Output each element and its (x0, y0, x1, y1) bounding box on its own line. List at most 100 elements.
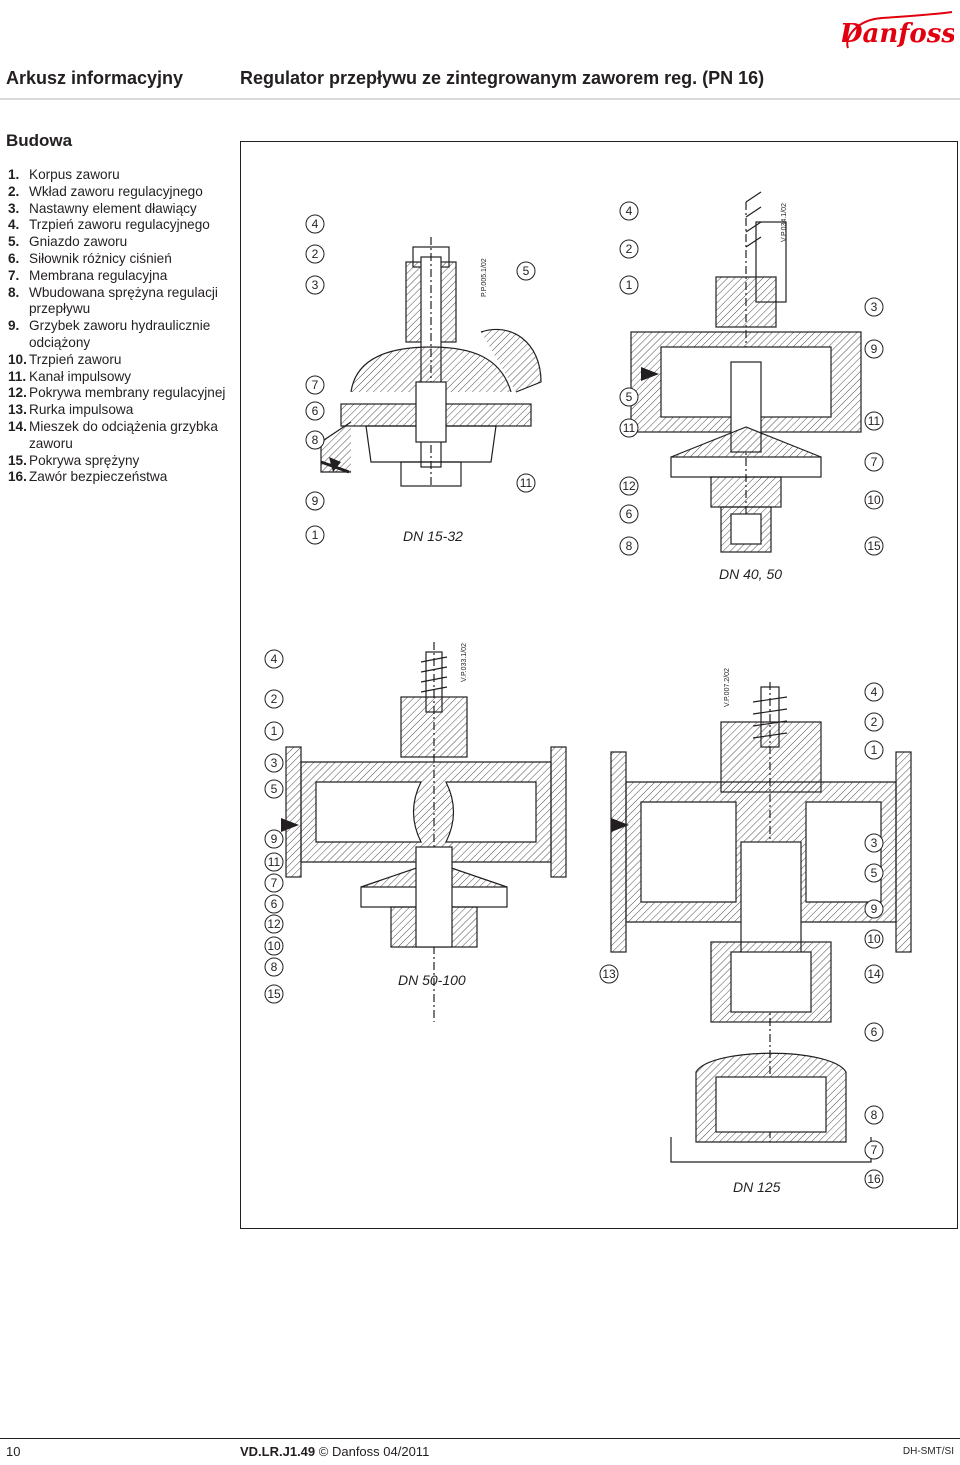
callout-circle (264, 914, 284, 934)
part-name: Pokrywa sprężyny (29, 452, 140, 468)
callout-circle (264, 829, 284, 849)
callout-number: 13 (602, 967, 616, 981)
part-number: 1. (8, 167, 20, 182)
caption-dn50: DN 50-100 (398, 972, 466, 988)
part-name: Nastawny element dławiący (29, 200, 197, 216)
code-dn50: V.P.033.1/02 (461, 643, 468, 682)
callout-circle (305, 430, 325, 450)
callout-circle (864, 452, 884, 472)
part-name: Gniazdo zaworu (29, 234, 128, 250)
callout-number: 2 (871, 715, 878, 729)
callout-number: 3 (871, 836, 878, 850)
callout-circle (264, 984, 284, 1004)
callout-number: 11 (623, 421, 636, 435)
callout-circle (619, 387, 639, 407)
part-number: 12. (8, 385, 27, 401)
part-name: Zawór bezpieczeństwa (29, 469, 168, 485)
callout-circle (516, 473, 536, 493)
flow-arrows (281, 367, 659, 832)
callout-circle (619, 536, 639, 556)
callout-circle (619, 418, 639, 438)
callout-number: 15 (267, 987, 281, 1001)
page-header: Arkusz informacyjny Regulator przepływu … (0, 62, 960, 100)
callout-number: 9 (871, 342, 878, 356)
part-item: 2.Wkład zaworu regulacyjnego (8, 184, 236, 201)
flow-arrow-icon (611, 818, 629, 832)
part-name: Wkład zaworu regulacyjnego (29, 183, 203, 199)
part-name: Trzpień zaworu (29, 351, 122, 367)
caption-dn40: DN 40, 50 (719, 566, 782, 582)
doc-type: Arkusz informacyjny (6, 68, 184, 88)
part-name: Rurka impulsowa (29, 402, 134, 418)
flow-arrow-icon (641, 367, 659, 381)
part-item: 13.Rurka impulsowa (8, 402, 236, 419)
part-name: Wbudowana sprężyna regulacji przepływu (29, 284, 218, 317)
department-code: DH-SMT/SI (902, 1446, 954, 1457)
callout-number: 6 (871, 1025, 878, 1039)
callout-number: 12 (267, 917, 281, 931)
callout-circle (864, 1169, 884, 1189)
part-number: 8. (8, 284, 20, 300)
part-item: 1. Korpus zaworu (8, 167, 236, 184)
callout-number: 15 (867, 539, 881, 553)
callout-circle (619, 201, 639, 221)
drawing-dn15-32: P.P.005.1/02 DN 15-32 (320, 237, 542, 544)
copyright: © Danfoss 04/2011 (318, 1444, 430, 1459)
part-item: 3.Nastawny element dławiący (8, 201, 236, 218)
callout-number: 4 (271, 652, 278, 666)
part-number: 4. (8, 217, 20, 233)
callout-circle (864, 964, 884, 984)
callout-number: 11 (268, 855, 281, 869)
callout-number: 11 (868, 414, 881, 428)
part-item: 4.Trzpień zaworu regulacyjnego (8, 217, 236, 234)
callout-number: 5 (871, 866, 878, 880)
callout-number: 16 (867, 1172, 881, 1186)
callout-circle (305, 375, 325, 395)
part-number: 10. (8, 351, 27, 367)
footer-info: VD.LR.J1.49 © Danfoss 04/2011 (240, 1444, 429, 1459)
callout-circle (864, 536, 884, 556)
callout-number: 12 (622, 479, 636, 493)
caption-dn125: DN 125 (733, 1179, 781, 1195)
callout-circle (264, 753, 284, 773)
doc-code: VD.LR.J1.49 (240, 1444, 316, 1459)
callout-circle (264, 779, 284, 799)
part-item: 8. Wbudowana sprężyna regulacji przepływu (8, 285, 236, 319)
caption-dn15: DN 15-32 (403, 528, 463, 544)
part-number: 16. (8, 469, 27, 485)
callout-circle (864, 740, 884, 760)
part-item: 9.Grzybek zaworu hydraulicznie odciążony (8, 318, 236, 352)
part-name: Pokrywa membrany regulacyjnej (29, 385, 226, 401)
callout-circle (264, 721, 284, 741)
callout-circle (864, 339, 884, 359)
callout-number: 10 (267, 939, 281, 953)
callout-circle (864, 1140, 884, 1160)
part-number: 15. (8, 452, 27, 468)
callout-number: 1 (871, 743, 878, 757)
part-name: Membrana regulacyjna (29, 267, 168, 283)
drawing-dn50-100: V.P.033.1/02 DN 50-100 (285, 642, 567, 1022)
part-name: Mieszek do odciążenia grzybka zaworu (29, 418, 218, 451)
part-number: 7. (8, 267, 20, 283)
part-name: Korpus zaworu (29, 167, 120, 182)
drawing-dn40-50: V.P.034.1/02 DN 40, 50 (630, 191, 862, 582)
callout-number: 5 (626, 390, 633, 404)
callout-number: 4 (626, 204, 633, 218)
callout-circle (864, 1105, 884, 1125)
callout-number: 7 (871, 455, 878, 469)
callout-number: 3 (871, 300, 878, 314)
footer-divider (0, 1438, 960, 1439)
callout-number: 1 (626, 278, 633, 292)
callout-number: 6 (626, 507, 633, 521)
callout-circle (619, 239, 639, 259)
section-title: Budowa (6, 131, 73, 150)
callout-circle (619, 476, 639, 496)
part-item: 15.Pokrywa sprężyny (8, 453, 236, 470)
callout-circle (864, 833, 884, 853)
callout-circle (264, 689, 284, 709)
part-item: 10.Trzpień zaworu (8, 352, 236, 369)
callout-number: 5 (271, 782, 278, 796)
